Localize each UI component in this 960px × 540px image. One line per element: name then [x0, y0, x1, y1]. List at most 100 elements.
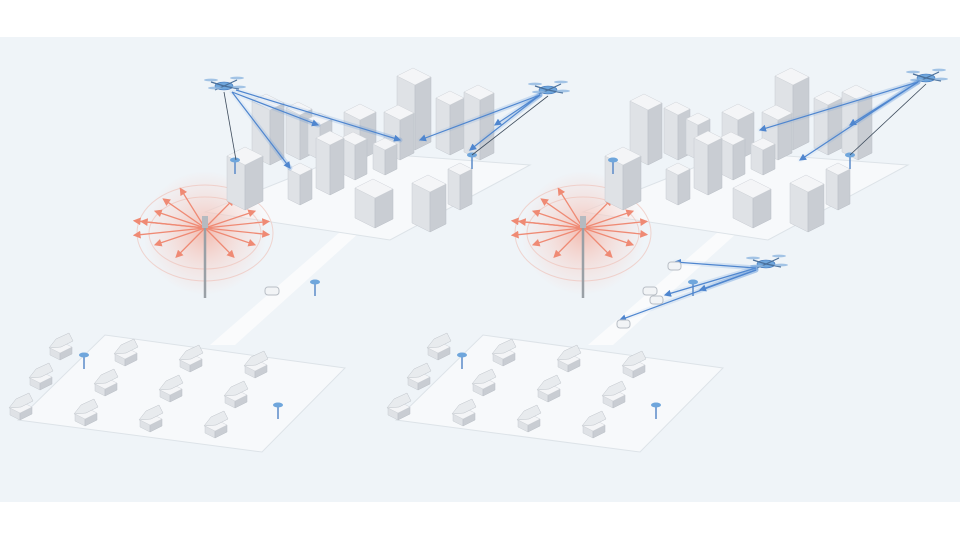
- house-roof: [406, 362, 432, 379]
- house-roof: [471, 368, 497, 385]
- house: [491, 338, 517, 367]
- signal-arrow: [204, 227, 257, 247]
- building-left-face: [226, 155, 246, 211]
- data-beam: [494, 94, 541, 126]
- data-beam: [663, 267, 757, 297]
- house-body: [582, 419, 606, 439]
- drone-arm: [765, 263, 782, 268]
- vehicle: [642, 286, 658, 296]
- signal-arrow: [204, 197, 235, 229]
- building-roof: [789, 174, 825, 193]
- signal-arrow: [204, 209, 257, 229]
- antenna-dish: [688, 279, 698, 285]
- house-body: [74, 407, 98, 427]
- house-body: [517, 413, 541, 433]
- tower-antenna: [202, 216, 208, 228]
- house-roof: [28, 362, 54, 379]
- house: [138, 404, 164, 433]
- signal-arrow: [204, 227, 271, 238]
- building-right-face: [479, 92, 495, 161]
- antenna-dish: [608, 157, 618, 163]
- house-roof: [556, 344, 582, 361]
- house: [203, 410, 229, 439]
- building-roof: [718, 131, 746, 146]
- building-right-face: [837, 168, 851, 211]
- drone-rotor: [554, 80, 568, 84]
- building-roof: [685, 112, 711, 126]
- house: [386, 392, 412, 421]
- building-left-face: [604, 155, 624, 211]
- building-left-face: [315, 137, 331, 196]
- house-roof: [8, 392, 34, 409]
- road: [210, 232, 360, 345]
- signal-arrow: [153, 209, 206, 229]
- rooftop-antenna: [230, 157, 240, 174]
- office-building: [629, 93, 663, 166]
- building-roof: [343, 103, 377, 121]
- building-right-face: [807, 183, 825, 233]
- signal-arrow: [531, 209, 584, 229]
- building-roof: [732, 178, 772, 199]
- drone-arm: [752, 259, 767, 265]
- signal-arrow: [510, 227, 584, 239]
- building-right-face: [732, 138, 746, 181]
- building-left-face: [665, 168, 679, 206]
- house-roof: [491, 338, 517, 355]
- drone-rotor: [532, 90, 546, 94]
- signal-arrow: [582, 197, 613, 229]
- rooftop-antenna: [79, 352, 89, 369]
- drone-arm: [765, 257, 780, 265]
- vehicle: [649, 295, 664, 305]
- house-body: [557, 353, 581, 373]
- building-left-face: [663, 107, 679, 161]
- house: [243, 350, 269, 379]
- house-roof: [386, 392, 412, 409]
- building-roof: [693, 130, 723, 146]
- house-roof: [516, 404, 542, 421]
- office-building: [693, 130, 723, 196]
- office-building: [340, 131, 368, 181]
- office-building: [287, 162, 313, 206]
- house-roof: [243, 350, 269, 367]
- office-building: [604, 146, 642, 211]
- office-building: [789, 174, 825, 233]
- house-roof: [621, 350, 647, 367]
- drone-arm: [925, 77, 942, 82]
- signal-arrow: [517, 218, 584, 229]
- drone-rotor: [934, 77, 948, 81]
- antenna-dish: [457, 352, 467, 358]
- house: [48, 332, 74, 361]
- house: [621, 350, 647, 379]
- house-roof: [113, 338, 139, 355]
- building-left-face: [447, 168, 461, 211]
- house: [601, 380, 627, 409]
- signal-arrow: [139, 218, 206, 229]
- building-roof: [663, 101, 691, 116]
- building-left-face: [287, 168, 301, 206]
- signal-arrow: [582, 227, 649, 238]
- building-right-face: [677, 168, 691, 206]
- building-roof: [750, 137, 776, 151]
- house: [178, 344, 204, 373]
- house: [451, 398, 477, 427]
- antenna-dish: [79, 352, 89, 358]
- house-roof: [203, 410, 229, 427]
- building-right-face: [299, 168, 313, 206]
- building-right-face: [244, 155, 264, 211]
- house: [556, 344, 582, 373]
- drone-rotor: [772, 254, 786, 258]
- office-building: [825, 162, 851, 211]
- house: [426, 332, 452, 361]
- drone-arm: [210, 81, 225, 87]
- building-roof: [825, 162, 851, 176]
- building-roof: [383, 104, 415, 121]
- house: [28, 362, 54, 391]
- rooftop-antenna: [457, 352, 467, 369]
- building-roof: [774, 67, 810, 86]
- building-right-face: [622, 155, 642, 211]
- drone-rotor: [204, 78, 218, 82]
- data-beam: [231, 91, 320, 127]
- drone-rotor: [230, 76, 244, 80]
- house-roof: [451, 398, 477, 415]
- drone-rotor: [746, 256, 760, 260]
